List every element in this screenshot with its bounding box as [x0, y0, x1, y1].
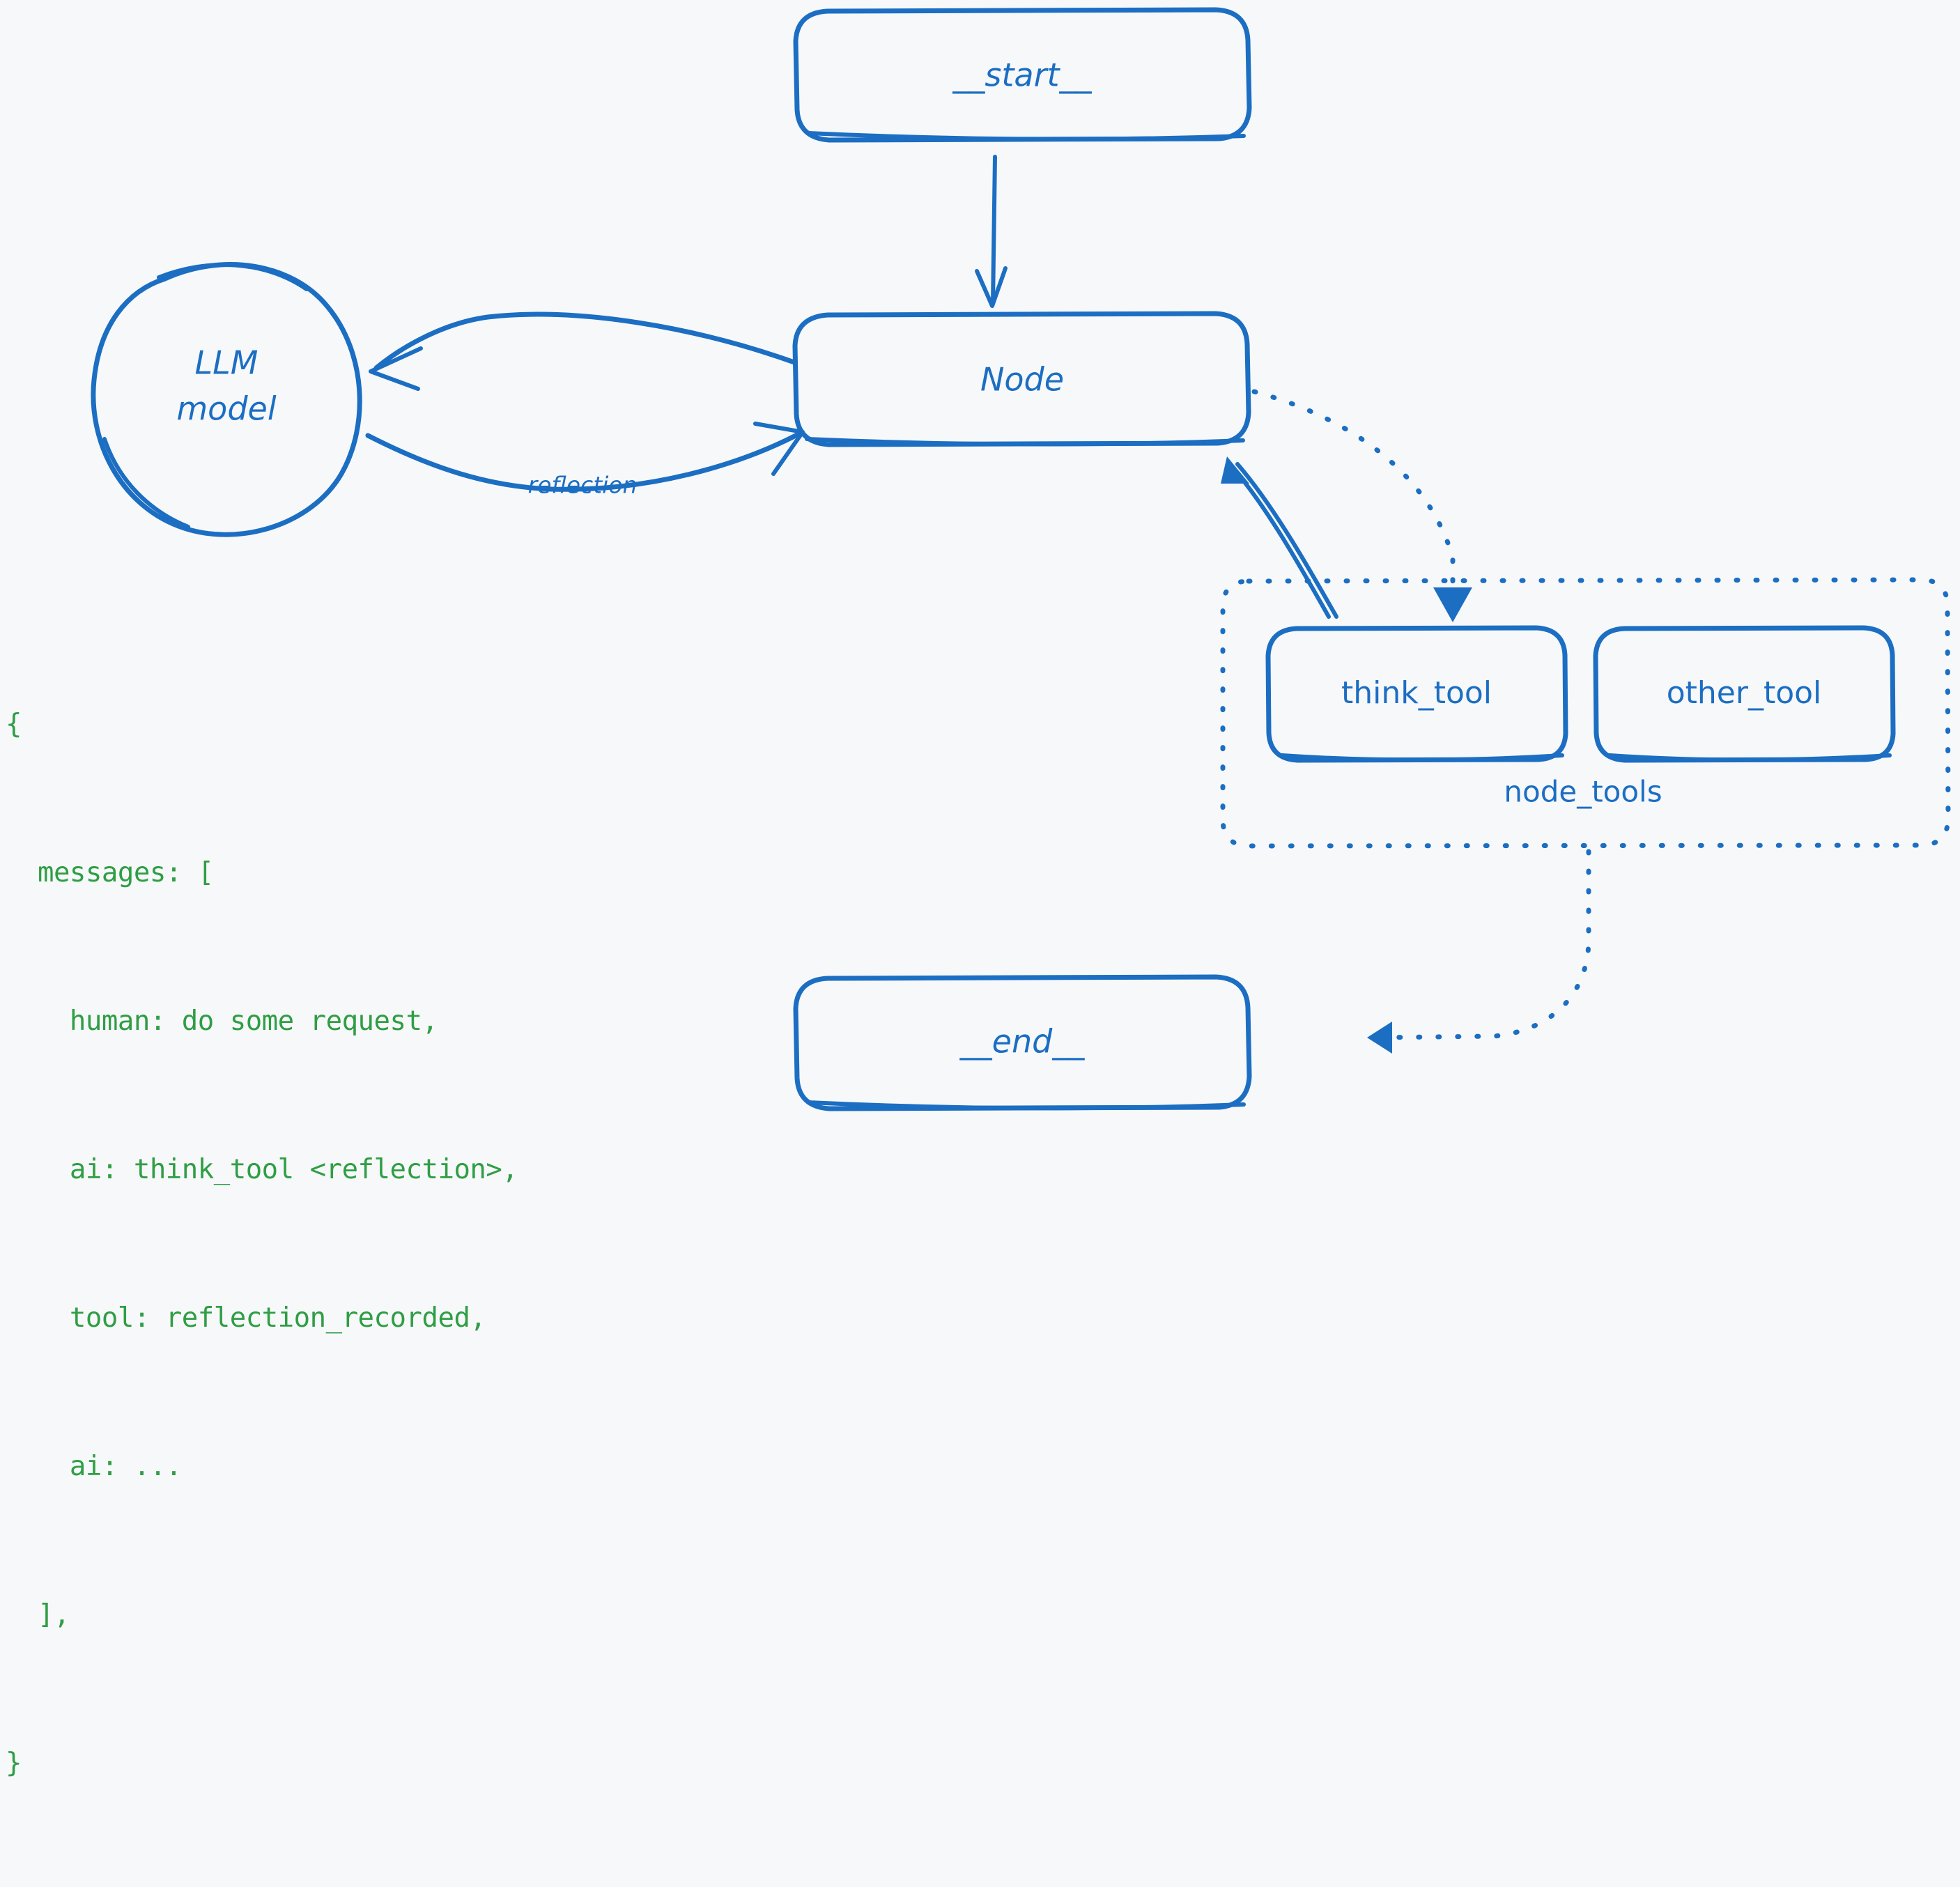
think-tool-box-outline-sketch-overlay: [1280, 753, 1564, 762]
node-think-tool[interactable]: think_tool: [1265, 625, 1568, 763]
other-tool-label: other_tool: [1667, 675, 1822, 711]
edge-label-reflection: reflection: [528, 472, 638, 499]
llm-label-line1: LLM: [195, 344, 258, 382]
tools-to-node-arrowhead: [1221, 456, 1249, 484]
start-label: __start__: [952, 56, 1092, 94]
start-to-node-arrowhead: [975, 266, 1008, 308]
node-tools-label: node_tools: [1504, 775, 1662, 809]
node-llm-model[interactable]: LLM model: [91, 262, 362, 537]
node-end[interactable]: __end__: [793, 974, 1252, 1111]
code-line: human: do some request,: [6, 1006, 438, 1037]
tools-to-node-line-overlay: [1235, 462, 1338, 619]
llm-circle-outline-sketch-overlay-2: [102, 437, 190, 529]
code-line: messages: [: [6, 857, 214, 888]
code-line: ],: [6, 1599, 70, 1631]
llm-label-line2: model: [176, 390, 276, 428]
end-box-outline-sketch-overlay: [806, 1100, 1246, 1111]
edge-tools-to-end: [1367, 849, 1591, 1054]
other-tool-box-outline: [1593, 625, 1896, 763]
code-line: ai: think_tool <reflection>,: [6, 1154, 518, 1185]
node-start[interactable]: __start__: [793, 7, 1252, 143]
edge-node-to-tools: [1251, 389, 1472, 622]
diagram-canvas: node_tools __start__ Node LLM model: [6, 7, 1951, 1779]
think-tool-label: think_tool: [1341, 675, 1492, 711]
llm-circle-outline: [91, 262, 362, 537]
code-line: ai: ...: [6, 1451, 182, 1482]
node-other-tool[interactable]: other_tool: [1593, 625, 1896, 763]
node-box-outline-sketch-overlay: [805, 437, 1245, 447]
edge-tools-to-node: [1221, 456, 1338, 619]
diagram-svg: node_tools __start__ Node LLM model: [91, 7, 1951, 1111]
llm-to-node-line: [365, 431, 803, 492]
code-line: {: [6, 709, 22, 740]
edge-start-to-node: [975, 155, 1008, 308]
node-node[interactable]: Node: [792, 311, 1251, 447]
llm-to-node-arrowhead: [753, 422, 805, 476]
node-to-llm-line: [373, 311, 797, 371]
edge-llm-to-node: reflection: [365, 422, 805, 499]
node-to-tools-line: [1251, 389, 1456, 596]
start-box-outline-sketch-overlay: [806, 131, 1246, 141]
group-node-tools[interactable]: node_tools: [1220, 577, 1951, 849]
start-to-node-line: [991, 155, 997, 305]
node-label: Node: [980, 361, 1064, 399]
end-label: __end__: [959, 1023, 1086, 1061]
edge-node-to-llm: [369, 311, 797, 391]
node-to-tools-arrowhead: [1433, 587, 1472, 622]
node-to-llm-arrowhead: [369, 346, 423, 391]
llm-circle-outline-sketch-overlay: [157, 263, 309, 291]
tools-to-end-arrowhead: [1367, 1022, 1392, 1054]
node-tools-border: [1220, 577, 1951, 849]
code-line: tool: reflection_recorded,: [6, 1302, 486, 1334]
think-tool-box-outline: [1265, 625, 1568, 763]
code-line: }: [6, 1748, 22, 1779]
tools-to-node-line: [1231, 466, 1331, 619]
other-tool-box-outline-sketch-overlay: [1607, 753, 1892, 762]
state-code-block: { messages: [ human: do some request, ai…: [6, 601, 518, 1887]
tools-to-end-line: [1373, 849, 1591, 1040]
